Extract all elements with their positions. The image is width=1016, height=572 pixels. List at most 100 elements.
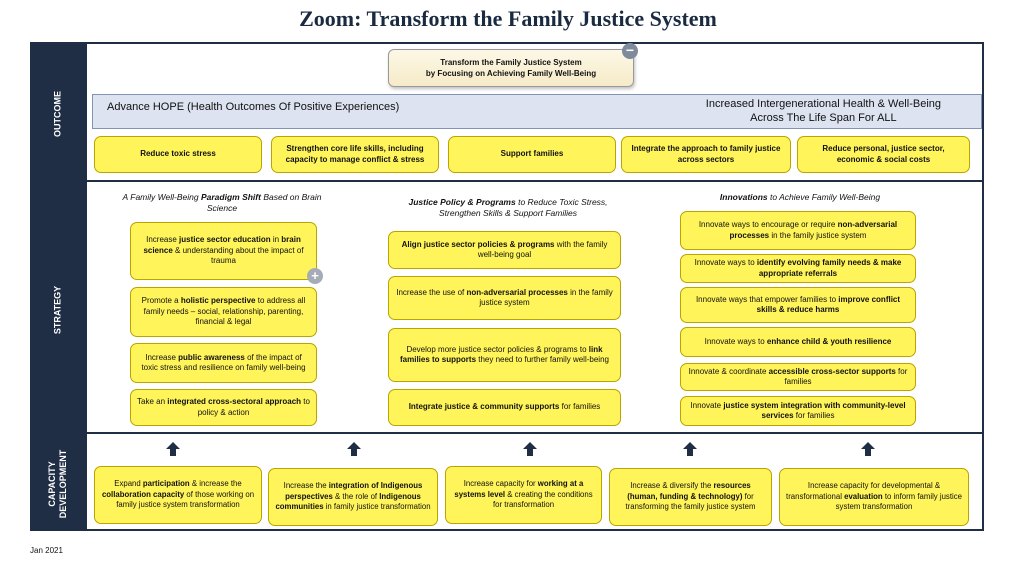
text: in family justice transformation <box>323 502 431 512</box>
page-title: Zoom: Transform the Family Justice Syste… <box>299 6 717 31</box>
up-arrow-icon <box>347 442 361 461</box>
outcome-box[interactable]: Support families <box>448 136 616 173</box>
text-bold: integration of Indigenous perspectives <box>285 481 423 501</box>
capacity-box[interactable]: Increase the integration of Indigenous p… <box>268 468 438 526</box>
text: Innovate <box>690 400 724 410</box>
text: Develop more justice sector policies & p… <box>406 344 589 354</box>
text: Promote a <box>141 296 181 306</box>
text: Increase the <box>283 481 329 491</box>
text: in the family justice system <box>769 230 867 240</box>
text: to inform family justice system transfor… <box>835 491 962 512</box>
left-head-pre: A Family Well-Being <box>122 192 201 202</box>
text-bold: holistic perspective <box>180 296 256 306</box>
text-bold: enhance child & youth resilience <box>766 336 892 346</box>
text: Increase capacity for developmental & tr… <box>786 481 941 501</box>
strategy-label: STRATEGY <box>52 285 63 335</box>
strategy-box[interactable]: Align justice sector policies & programs… <box>388 231 621 269</box>
text-bold: evaluation <box>844 491 883 501</box>
text-bold: non-adversarial processes <box>466 287 568 297</box>
goal-box[interactable]: Transform the Family Justice System by F… <box>388 49 634 87</box>
hope-right-text: Increased Intergenerational Health & Wel… <box>706 97 941 125</box>
text: Increase capacity for <box>463 479 538 489</box>
goal-line2: by Focusing on Achieving Family Well-Bei… <box>425 69 597 78</box>
strategy-box[interactable]: Increase public awareness of the impact … <box>130 343 317 383</box>
strategy-box[interactable]: Develop more justice sector policies & p… <box>388 328 621 382</box>
text: in <box>270 235 282 245</box>
text: Innovate ways to <box>704 336 767 346</box>
text-bold: resources (human, funding & technology) <box>627 481 751 501</box>
strategy-box[interactable]: Innovate ways that empower families to i… <box>680 287 916 323</box>
text: Innovate ways to encourage or require <box>698 220 838 229</box>
strategy-box[interactable]: Promote a holistic perspective to addres… <box>130 287 317 337</box>
divider-strategy-capacity <box>87 432 984 434</box>
collapse-icon[interactable]: − <box>622 43 638 59</box>
text: they need to further family well-being <box>476 355 609 364</box>
right-head-bold: Innovations <box>719 192 768 202</box>
text: to address all family needs – social, re… <box>143 296 306 327</box>
capacity-box[interactable]: Expand participation & increase the coll… <box>94 466 262 524</box>
text-bold: Align justice sector policies & programs <box>401 239 555 249</box>
outcome-box[interactable]: Strengthen core life skills, including c… <box>271 136 439 173</box>
text: & understanding about the impact of trau… <box>172 245 304 266</box>
text: of the impact of toxic stress and resili… <box>141 352 306 373</box>
mid-head-bold: Justice Policy & Programs <box>408 197 516 207</box>
text-bold: participation <box>142 479 190 489</box>
capacity-box[interactable]: Increase capacity for developmental & tr… <box>779 468 969 526</box>
text: in the family justice system <box>479 287 613 308</box>
strategy-box[interactable]: Increase the use of non-adversarial proc… <box>388 276 621 320</box>
hope-bar: Advance HOPE (Health Outcomes Of Positiv… <box>92 94 982 129</box>
hope-right-line2: Across The Life Span For ALL <box>750 112 897 124</box>
text-bold: accessible cross-sector supports <box>768 366 896 376</box>
up-arrow-icon <box>523 442 537 461</box>
text: Innovate & coordinate <box>688 366 769 376</box>
text: Innovate ways that empower families to <box>695 294 839 304</box>
middle-column-heading: Justice Policy & Programs to Reduce Toxi… <box>388 197 628 219</box>
expand-icon[interactable]: + <box>307 268 323 284</box>
mid-head-post: to Reduce Toxic Stress, Strengthen Skill… <box>439 197 608 218</box>
capacity-label-line1: CAPACITY <box>47 461 57 507</box>
left-head-post: Based on Brain Science <box>206 192 322 213</box>
text: Increase <box>145 352 179 362</box>
strategy-box[interactable]: Innovate & coordinate accessible cross-s… <box>680 363 916 391</box>
right-column-heading: Innovations to Achieve Family Well-Being <box>680 192 920 203</box>
capacity-label-line2: DEVELOPMENT <box>58 449 68 519</box>
text-bold: collaboration capacity <box>101 489 185 499</box>
outcome-box[interactable]: Reduce personal, justice sector, economi… <box>797 136 970 173</box>
section-sidebar: OUTCOME STRATEGY CAPACITY DEVELOPMENT <box>30 42 87 531</box>
text-bold: justice sector education <box>179 235 271 245</box>
footer-date: Jan 2021 <box>30 546 63 555</box>
text-bold: justice system integration with communit… <box>723 400 906 421</box>
text: with the family well-being goal <box>477 239 608 260</box>
capacity-box[interactable]: Increase & diversify the resources (huma… <box>609 468 772 526</box>
text: for families <box>559 402 601 412</box>
capacity-box[interactable]: Increase capacity for working at a syste… <box>445 466 602 524</box>
strategy-box[interactable]: Take an integrated cross-sectoral approa… <box>130 389 317 426</box>
strategy-box[interactable]: Innovate justice system integration with… <box>680 396 916 426</box>
right-head-post: to Achieve Family Well-Being <box>767 192 881 202</box>
strategy-box[interactable]: Increase justice sector education in bra… <box>130 222 317 280</box>
outcome-box[interactable]: Reduce toxic stress <box>94 136 262 173</box>
text: for families <box>784 366 908 387</box>
text: to policy & action <box>197 397 310 417</box>
text-bold: link families to supports <box>400 344 603 365</box>
divider-outcome-strategy <box>87 180 984 182</box>
outcome-box[interactable]: Integrate the approach to family justice… <box>621 136 791 173</box>
strategy-box[interactable]: Innovate ways to enhance child & youth r… <box>680 327 916 357</box>
strategy-box[interactable]: Innovate ways to encourage or require no… <box>680 211 916 250</box>
text-bold: non-adversarial processes <box>729 220 898 240</box>
text-bold: working at a systems level <box>454 479 584 499</box>
strategy-box[interactable]: Integrate justice & community supports f… <box>388 389 621 426</box>
text: & the role of <box>332 491 380 501</box>
text: of those working on family justice syste… <box>116 489 255 510</box>
text: & increase the <box>189 479 242 489</box>
text-bold: integrated cross-sectoral approach <box>167 397 302 406</box>
hope-left-text: Advance HOPE (Health Outcomes Of Positiv… <box>107 101 400 113</box>
strategy-box[interactable]: Innovate ways to identify evolving famil… <box>680 254 916 283</box>
left-column-heading: A Family Well-Being Paradigm Shift Based… <box>112 192 332 214</box>
text-bold: Indigenous communities <box>275 491 421 512</box>
text: for families <box>793 411 835 420</box>
up-arrow-icon <box>683 442 697 461</box>
text: for transforming the family justice syst… <box>625 491 756 512</box>
text: Increase & diversify the <box>630 481 714 491</box>
text: Take an <box>137 397 168 406</box>
